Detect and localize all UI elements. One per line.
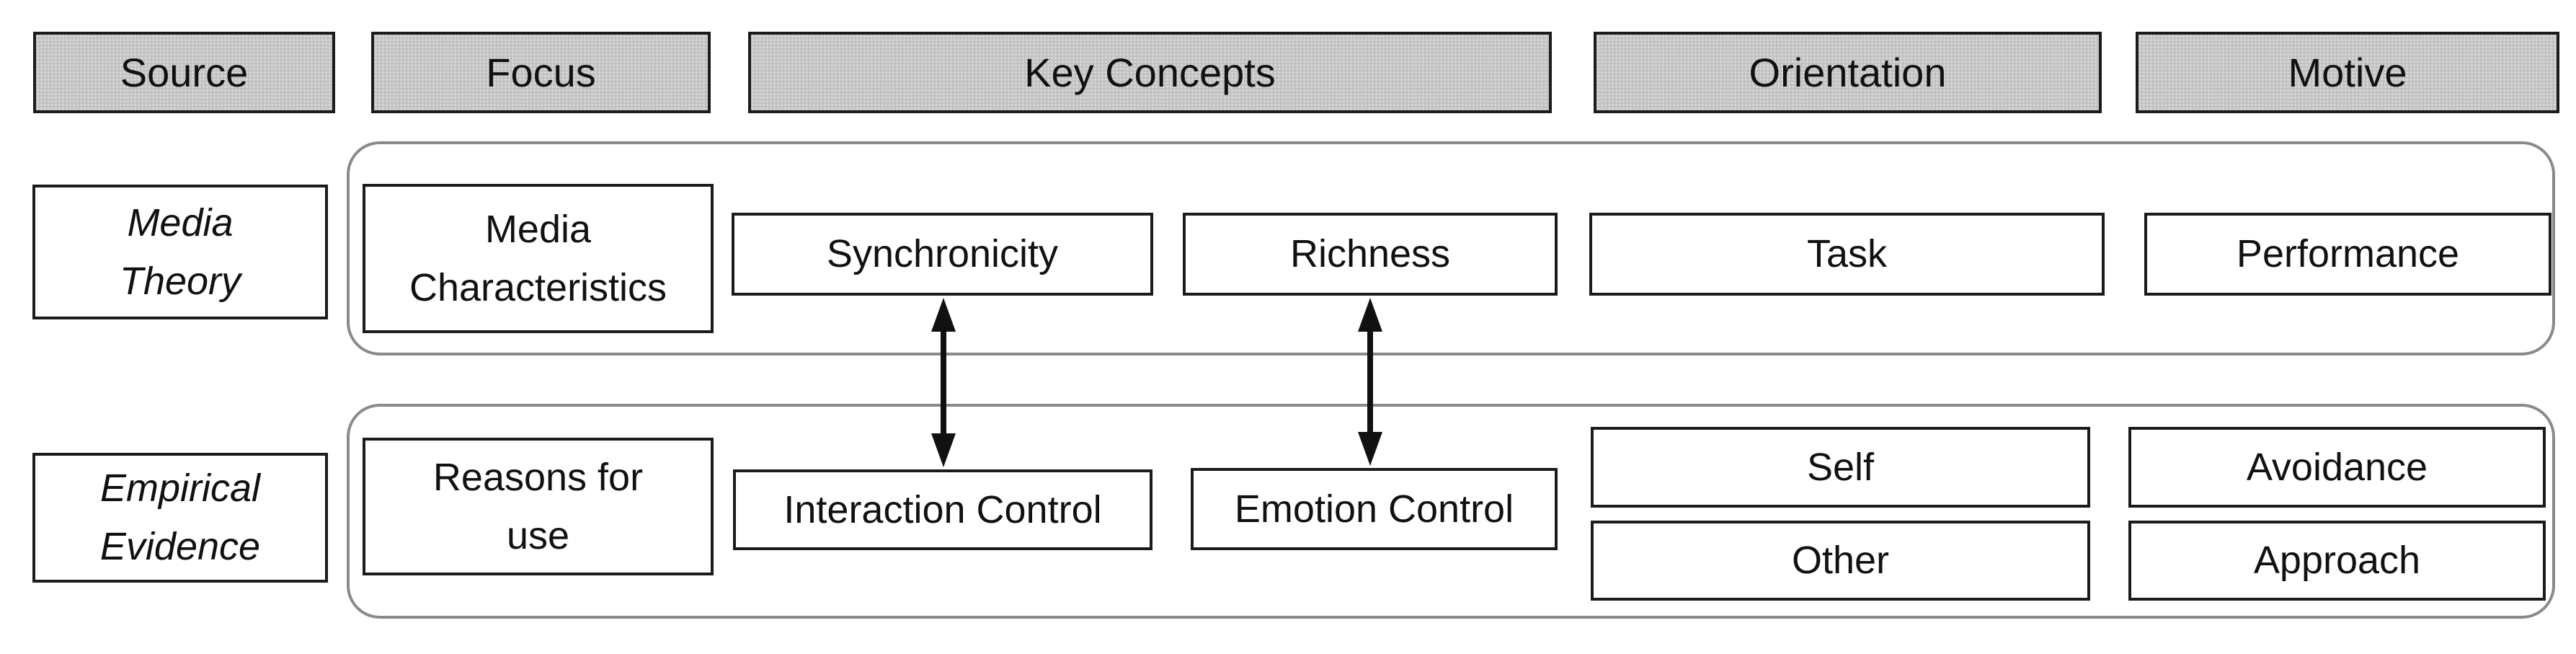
box-interaction-control: Interaction Control (733, 469, 1152, 550)
box-media-characteristics-line1: Media (484, 207, 592, 251)
box-performance-label: Performance (2236, 232, 2460, 275)
box-media-theory: Media Theory (32, 185, 328, 319)
box-media-theory-line1: Media (127, 200, 234, 244)
box-self: Self (1591, 427, 2090, 508)
box-avoidance: Avoidance (2128, 427, 2546, 508)
box-self-label: Self (1806, 445, 1875, 489)
box-empirical-evidence-line2: Evidence (99, 525, 261, 568)
header-key-concepts: Key Concepts (748, 32, 1552, 113)
header-focus: Focus (371, 32, 711, 113)
box-media-characteristics: Media Characteristics (363, 184, 714, 333)
box-avoidance-label: Avoidance (2246, 445, 2428, 489)
box-task-label: Task (1806, 232, 1888, 275)
box-richness-label: Richness (1289, 232, 1451, 275)
box-synchronicity-label: Synchronicity (826, 232, 1059, 275)
box-interaction-control-label: Interaction Control (783, 487, 1102, 531)
header-focus-label: Focus (486, 50, 596, 95)
box-performance: Performance (2144, 213, 2551, 296)
header-source-label: Source (120, 50, 249, 95)
box-approach: Approach (2128, 521, 2546, 601)
box-other: Other (1591, 521, 2090, 601)
box-media-characteristics-line2: Characteristics (409, 265, 667, 309)
header-motive: Motive (2136, 32, 2559, 113)
header-source: Source (33, 32, 335, 113)
header-orientation-label: Orientation (1749, 50, 1947, 95)
box-reasons-for-use-line1: Reasons for (432, 455, 644, 499)
box-other-label: Other (1791, 539, 1890, 582)
box-emotion-control-label: Emotion Control (1234, 487, 1514, 531)
box-approach-label: Approach (2253, 539, 2421, 582)
group-empirical-evidence-row (347, 404, 2555, 619)
group-media-theory-row (347, 141, 2555, 355)
header-orientation: Orientation (1594, 32, 2102, 113)
box-richness: Richness (1183, 213, 1558, 296)
box-empirical-evidence-line1: Empirical (99, 467, 261, 510)
box-task: Task (1589, 213, 2105, 296)
box-reasons-for-use-line2: use (506, 513, 570, 557)
header-motive-label: Motive (2288, 50, 2407, 95)
box-reasons-for-use: Reasons for use (363, 438, 714, 575)
box-synchronicity: Synchronicity (732, 213, 1153, 296)
header-key-concepts-label: Key Concepts (1024, 50, 1276, 95)
box-media-theory-line2: Theory (119, 259, 241, 303)
box-empirical-evidence: Empirical Evidence (32, 453, 328, 583)
box-emotion-control: Emotion Control (1191, 468, 1558, 550)
